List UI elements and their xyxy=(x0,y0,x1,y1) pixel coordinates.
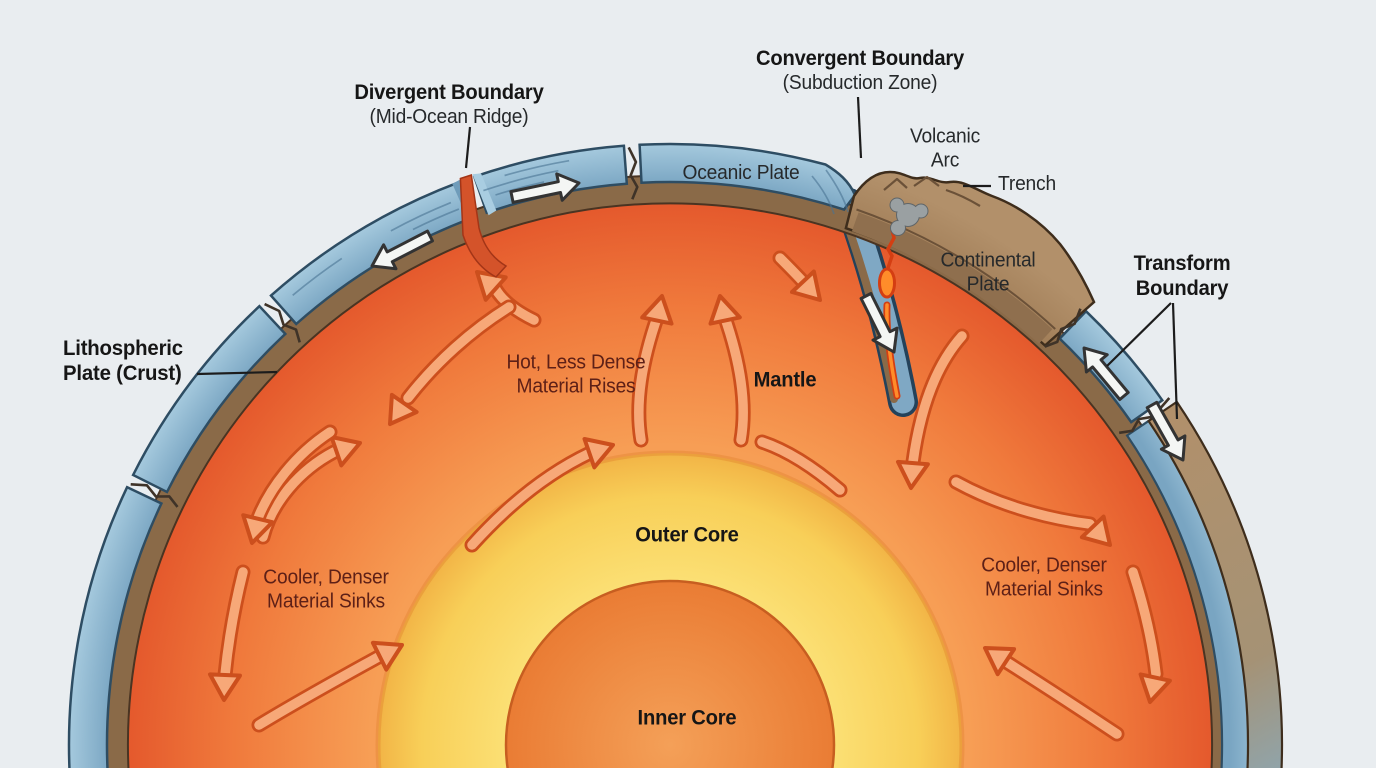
label-oceanic-plate: Oceanic Plate xyxy=(682,162,799,186)
plate-boundary-crack xyxy=(130,483,179,508)
plate-striation xyxy=(412,208,460,231)
label-mantle: Mantle xyxy=(754,369,817,394)
oceanic-plate-segment xyxy=(638,142,857,212)
plate-motion-arrow-icon xyxy=(1145,400,1187,462)
label-convergent-boundary: Convergent Boundary (Subduction Zone) xyxy=(756,47,964,95)
plate-boundary-crack xyxy=(627,146,639,200)
plate-striation xyxy=(483,169,559,192)
convection-arrow-head xyxy=(790,269,822,302)
plate-segment xyxy=(1057,309,1165,424)
smoke-cloud-icon xyxy=(890,198,904,212)
convection-arrow-head xyxy=(640,294,674,326)
inner-core-text: Inner Core xyxy=(637,706,737,730)
label-inner-core: Inner Core xyxy=(638,707,737,732)
label-trench: Trench xyxy=(998,173,1056,197)
label-volcanic-arc: Volcanic Arc xyxy=(910,125,980,172)
convection-arrow-head xyxy=(329,435,362,468)
continental-plate-line1: Continental xyxy=(940,249,1036,272)
lava-vent xyxy=(885,229,896,269)
leader-line xyxy=(1171,302,1179,420)
oceanic-plate-text: Oceanic Plate xyxy=(682,162,800,185)
convection-arrow-head xyxy=(388,392,419,426)
plate-striation xyxy=(495,181,545,196)
trench-text: Trench xyxy=(998,173,1056,196)
mountain-ridge-line xyxy=(945,188,981,207)
leader-line xyxy=(1106,302,1172,367)
plate-motion-arrow-icon xyxy=(859,292,899,354)
continental-plate-line2: Plate xyxy=(966,273,1010,295)
hot-material-line2: Material Rises xyxy=(516,375,636,397)
plate-striation xyxy=(390,201,452,232)
label-lithospheric-plate: Lithospheric Plate (Crust) xyxy=(63,337,183,387)
convergent-boundary-title: Convergent Boundary xyxy=(755,46,965,70)
cooler-left-line2: Material Sinks xyxy=(267,590,385,612)
label-cooler-material-left: Cooler, Denser Material Sinks xyxy=(263,566,389,613)
mantle-convection-arrows xyxy=(208,250,1172,742)
divergent-boundary-title: Divergent Boundary xyxy=(354,80,544,104)
outer-core-text: Outer Core xyxy=(635,523,739,547)
convection-arrow-head xyxy=(1079,514,1112,547)
leader-line xyxy=(196,370,278,376)
inner-core-region xyxy=(504,579,836,768)
mantle-text: Mantle xyxy=(753,368,817,392)
volcanic-arc-line1: Volcanic xyxy=(910,125,980,148)
convection-arrow-head xyxy=(1138,672,1172,704)
label-hot-material-rises: Hot, Less Dense Material Rises xyxy=(506,351,645,398)
plate-motion-arrows xyxy=(370,172,1187,462)
label-continental-plate: Continental Plate xyxy=(940,249,1035,296)
convection-arrow-head xyxy=(708,294,742,326)
divergent-boundary-subtitle: (Mid-Ocean Ridge) xyxy=(369,105,529,128)
mountain-ridge-line xyxy=(913,175,940,187)
plate-motion-arrow-icon xyxy=(370,229,434,271)
plate-segment xyxy=(67,485,164,768)
plate-striation xyxy=(504,159,570,177)
hot-material-line1: Hot, Less Dense xyxy=(506,351,646,374)
plate-segment-tan xyxy=(1147,400,1284,768)
convection-arrow-head xyxy=(370,640,404,672)
plate-striation xyxy=(292,257,343,296)
convection-arrow-head xyxy=(208,672,242,702)
cooler-right-line1: Cooler, Denser xyxy=(981,554,1107,577)
smoke-cloud-icon xyxy=(891,221,905,235)
lithospheric-plate-line2: Plate (Crust) xyxy=(63,362,182,385)
cooler-left-line1: Cooler, Denser xyxy=(263,566,389,589)
label-divergent-boundary: Divergent Boundary (Mid-Ocean Ridge) xyxy=(354,81,543,129)
earth-interior xyxy=(125,200,1215,768)
label-transform-boundary: Transform Boundary xyxy=(1134,252,1231,302)
plate-segment xyxy=(131,304,288,494)
tectonic-plates xyxy=(67,142,1284,768)
label-outer-core: Outer Core xyxy=(635,523,739,549)
leader-lines xyxy=(196,96,1179,420)
plate-striation xyxy=(825,169,849,213)
smoke-cloud-icon xyxy=(897,204,919,226)
smoke-cloud-icon xyxy=(914,204,928,218)
continental-plate-base xyxy=(851,212,1053,344)
lava-plume xyxy=(878,267,896,299)
mid-ocean-ridge-dike xyxy=(459,174,508,278)
volcanic-arc-line2: Arc xyxy=(930,149,960,171)
plate-boundary-crack xyxy=(264,302,301,343)
plate-striation xyxy=(811,175,835,215)
plate-motion-arrow-icon xyxy=(509,172,581,204)
convection-arrow-head xyxy=(983,646,1017,677)
convection-arrow-head xyxy=(582,437,615,470)
convection-arrow-head xyxy=(241,513,275,545)
transform-boundary-line2: Boundary xyxy=(1135,277,1229,300)
mountain-ridge-line xyxy=(883,177,908,191)
convergent-boundary-subtitle: (Subduction Zone) xyxy=(782,71,938,94)
plate-boundary-crack xyxy=(1044,308,1082,348)
convection-arrow-head xyxy=(896,459,930,490)
cooler-right-line2: Material Sinks xyxy=(985,578,1103,600)
leader-line xyxy=(856,96,863,159)
plate-motion-arrow-icon xyxy=(1082,346,1130,401)
lithospheric-plate-line1: Lithospheric xyxy=(63,337,183,361)
label-cooler-material-right: Cooler, Denser Material Sinks xyxy=(981,554,1107,601)
transform-boundary-line1: Transform xyxy=(1133,252,1231,276)
leader-line xyxy=(464,126,472,169)
